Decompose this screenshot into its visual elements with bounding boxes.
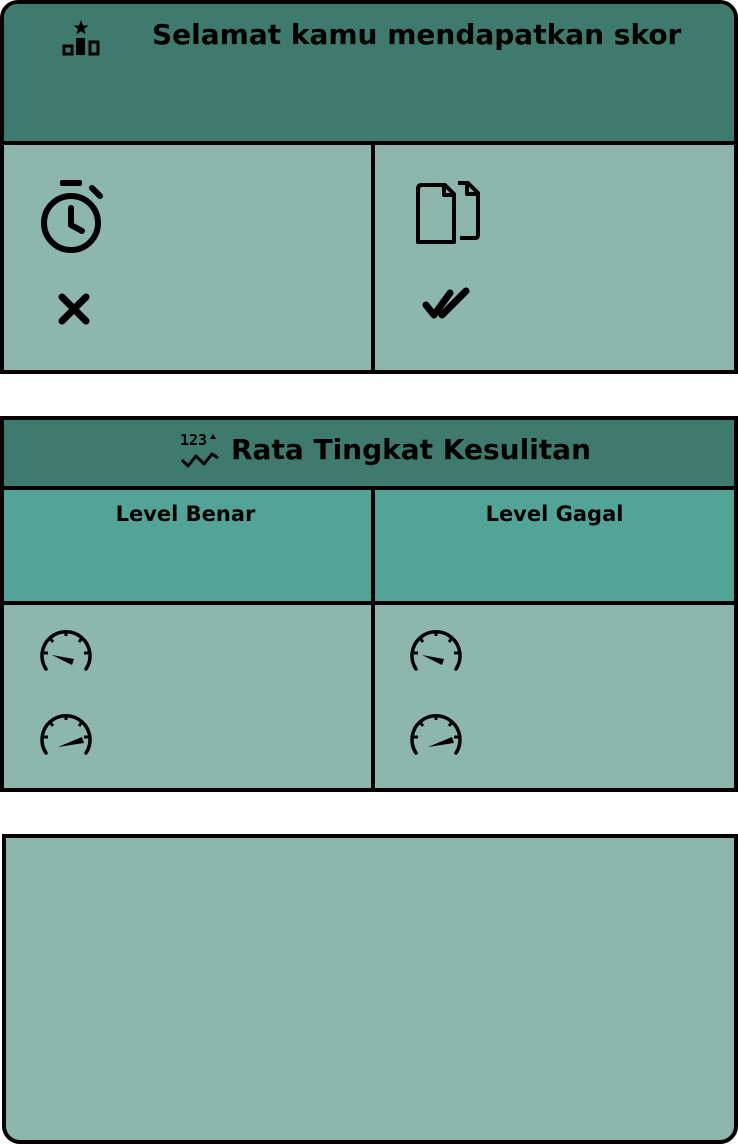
- speedometer-icon: [410, 713, 462, 755]
- difficulty-header: 123 Rata Tingkat Kesulitan: [4, 420, 734, 486]
- svg-text:123: 123: [180, 431, 207, 449]
- double-check-icon: [422, 287, 470, 319]
- column-header-correct: Level Benar: [115, 502, 256, 526]
- score-card: Selamat kamu mendapatkan skor: [0, 0, 738, 374]
- empty-panel: [2, 834, 738, 1144]
- speedometer-icon: [40, 629, 92, 671]
- score-title: Selamat kamu mendapatkan skor: [152, 18, 682, 51]
- podium-star-icon: [62, 20, 100, 56]
- close-icon: [58, 293, 90, 325]
- difficulty-values: [4, 605, 734, 788]
- speedometer-icon: [40, 713, 92, 755]
- column-divider: [371, 490, 375, 601]
- difficulty-title: Rata Tingkat Kesulitan: [231, 433, 592, 466]
- difficulty-column-headers: Level Benar Level Gagal: [4, 490, 734, 601]
- divider: [4, 141, 734, 145]
- speedometer-icon: [410, 629, 462, 671]
- score-header: Selamat kamu mendapatkan skor: [4, 4, 734, 141]
- numbers-trend-icon: 123: [180, 431, 219, 468]
- column-header-failed: Level Gagal: [485, 502, 624, 526]
- divider: [4, 486, 734, 490]
- stopwatch-icon: [41, 180, 103, 253]
- score-stats: [4, 145, 734, 370]
- divider: [4, 601, 734, 605]
- copy-documents-icon: [416, 181, 480, 244]
- column-divider: [371, 605, 375, 788]
- column-divider: [371, 145, 375, 370]
- difficulty-card: 123 Rata Tingkat Kesulitan Level Benar L…: [0, 416, 738, 792]
